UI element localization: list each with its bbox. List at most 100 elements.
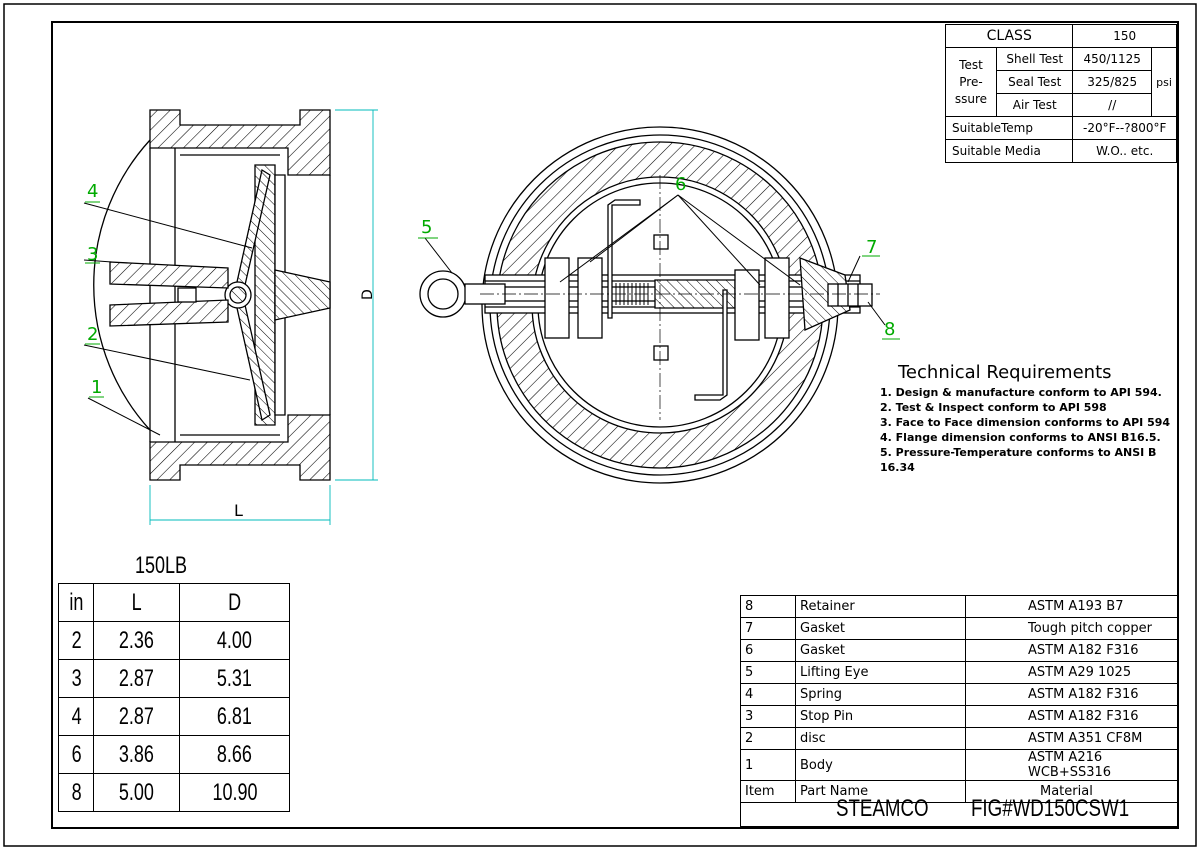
bom-item: 6 <box>740 639 796 662</box>
technical-requirements: Technical Requirements 1. Design & manuf… <box>880 362 1180 475</box>
front-view <box>419 126 886 484</box>
dimension-l-label: L <box>234 501 243 520</box>
bom-header-material: Material <box>965 780 1178 803</box>
bom-part: Spring <box>795 683 966 706</box>
table-row: 5 Lifting Eye ASTM A29 1025 <box>740 661 1178 684</box>
bom-part: Gasket <box>795 639 966 662</box>
table-row: 6 3.86 8.66 <box>57 735 290 774</box>
callout-2: 2 <box>87 324 98 345</box>
size-l: 5.00 <box>119 778 155 806</box>
table-row: 8 5.00 10.90 <box>57 773 290 812</box>
bom-part: Body <box>795 749 966 781</box>
shell-test-value: 450/1125 <box>1072 47 1152 71</box>
shell-test-label: Shell Test <box>995 47 1074 71</box>
bom-item: 1 <box>740 749 796 781</box>
table-row: 4 Spring ASTM A182 F316 <box>740 683 1178 706</box>
title-block: STEAMCO FIG#WD150CSW1 <box>740 793 1178 827</box>
bom-item: 3 <box>740 705 796 728</box>
table-row: 2 2.36 4.00 <box>57 621 290 660</box>
table-row: 3 2.87 5.31 <box>57 659 290 698</box>
size-in: 3 <box>71 664 82 692</box>
callout-3: 3 <box>87 244 98 265</box>
size-l: 2.87 <box>119 702 155 730</box>
table-row: 6 Gasket ASTM A182 F316 <box>740 639 1178 662</box>
bom-item: 2 <box>740 727 796 750</box>
bom-part: Stop Pin <box>795 705 966 728</box>
size-header-row: in L D <box>57 583 290 622</box>
size-d: 10.90 <box>212 778 258 806</box>
bom-material: ASTM A182 F316 <box>965 639 1178 662</box>
bill-of-materials: 8 Retainer ASTM A193 B7 7 Gasket Tough p… <box>740 595 1178 803</box>
temp-label: SuitableTemp <box>944 116 1074 140</box>
bom-part: Lifting Eye <box>795 661 966 684</box>
inner-border <box>51 21 1179 829</box>
bom-part: Gasket <box>795 617 966 640</box>
table-row: 1 Body ASTM A216 WCB+SS316 <box>740 749 1178 781</box>
technical-item: 5. Pressure-Temperature conforms to ANSI… <box>880 446 1157 474</box>
technical-list: 1. Design & manufacture conform to API 5… <box>880 385 1180 475</box>
class-label: CLASS <box>944 24 1074 48</box>
bom-header-row: Item Part Name Material <box>740 780 1178 803</box>
size-l: 2.36 <box>119 626 155 654</box>
size-l: 3.86 <box>119 740 155 768</box>
size-header-l: L <box>131 588 142 616</box>
technical-item: 1. Design & manufacture conform to API 5… <box>880 386 1162 399</box>
bom-material: ASTM A193 B7 <box>965 595 1178 618</box>
size-d: 6.81 <box>217 702 253 730</box>
company-name: STEAMCO <box>836 795 929 822</box>
bom-material: ASTM A29 1025 <box>965 661 1178 684</box>
media-value: W.O.. etc. <box>1072 139 1177 163</box>
bom-part: Retainer <box>795 595 966 618</box>
bom-material: ASTM A182 F316 <box>965 705 1178 728</box>
size-in: 6 <box>71 740 82 768</box>
test-pressure-label: Test Pre- ssure <box>945 47 997 117</box>
size-d: 4.00 <box>217 626 253 654</box>
technical-item: 4. Flange dimension conforms to ANSI B16… <box>880 431 1161 444</box>
bom-material: Tough pitch copper <box>965 617 1178 640</box>
media-label: Suitable Media <box>944 139 1074 163</box>
table-row: 8 Retainer ASTM A193 B7 <box>740 595 1178 618</box>
bom-item: 5 <box>740 661 796 684</box>
size-in: 4 <box>71 702 82 730</box>
seal-test-label: Seal Test <box>995 70 1074 94</box>
bom-part: disc <box>795 727 966 750</box>
bom-header-item: Item <box>740 780 796 803</box>
callout-5: 5 <box>421 217 432 238</box>
class-value: 150 <box>1072 24 1177 48</box>
bom-item: 8 <box>740 595 796 618</box>
spec-table: CLASS 150 Test Pre- ssure Shell Test 450… <box>944 24 1177 163</box>
bom-material: ASTM A351 CF8M <box>965 727 1178 750</box>
size-table: in L D 2 2.36 4.00 3 2.87 5.31 4 2.87 6.… <box>57 583 290 812</box>
bom-item: 7 <box>740 617 796 640</box>
pressure-unit: psi <box>1151 47 1177 117</box>
size-header-d: D <box>228 588 242 616</box>
callout-1: 1 <box>91 377 102 398</box>
technical-title: Technical Requirements <box>898 362 1112 383</box>
bom-material: ASTM A182 F316 <box>965 683 1178 706</box>
table-row: 3 Stop Pin ASTM A182 F316 <box>740 705 1178 728</box>
figure-number: FIG#WD150CSW1 <box>971 795 1130 822</box>
air-test-value: // <box>1072 93 1152 117</box>
callout-7: 7 <box>866 237 877 258</box>
size-header-in: in <box>69 588 84 616</box>
size-in: 8 <box>71 778 82 806</box>
side-section-view <box>83 109 378 525</box>
table-row: 4 2.87 6.81 <box>57 697 290 736</box>
size-d: 5.31 <box>217 664 253 692</box>
table-row: 2 disc ASTM A351 CF8M <box>740 727 1178 750</box>
bom-item: 4 <box>740 683 796 706</box>
size-table-title: 150LB <box>135 552 188 579</box>
dimension-d-label: D <box>360 289 376 300</box>
technical-item: 3. Face to Face dimension conforms to AP… <box>880 416 1171 429</box>
outer-border <box>3 3 1197 847</box>
size-d: 8.66 <box>217 740 253 768</box>
technical-item: 2. Test & Inspect conform to API 598 <box>880 401 1107 414</box>
bom-material: ASTM A216 WCB+SS316 <box>965 749 1178 781</box>
callout-6: 6 <box>675 174 686 195</box>
table-row: 7 Gasket Tough pitch copper <box>740 617 1178 640</box>
callout-4: 4 <box>87 181 98 202</box>
temp-value: -20°F--?800°F <box>1072 116 1177 140</box>
size-l: 2.87 <box>119 664 155 692</box>
air-test-label: Air Test <box>995 93 1074 117</box>
